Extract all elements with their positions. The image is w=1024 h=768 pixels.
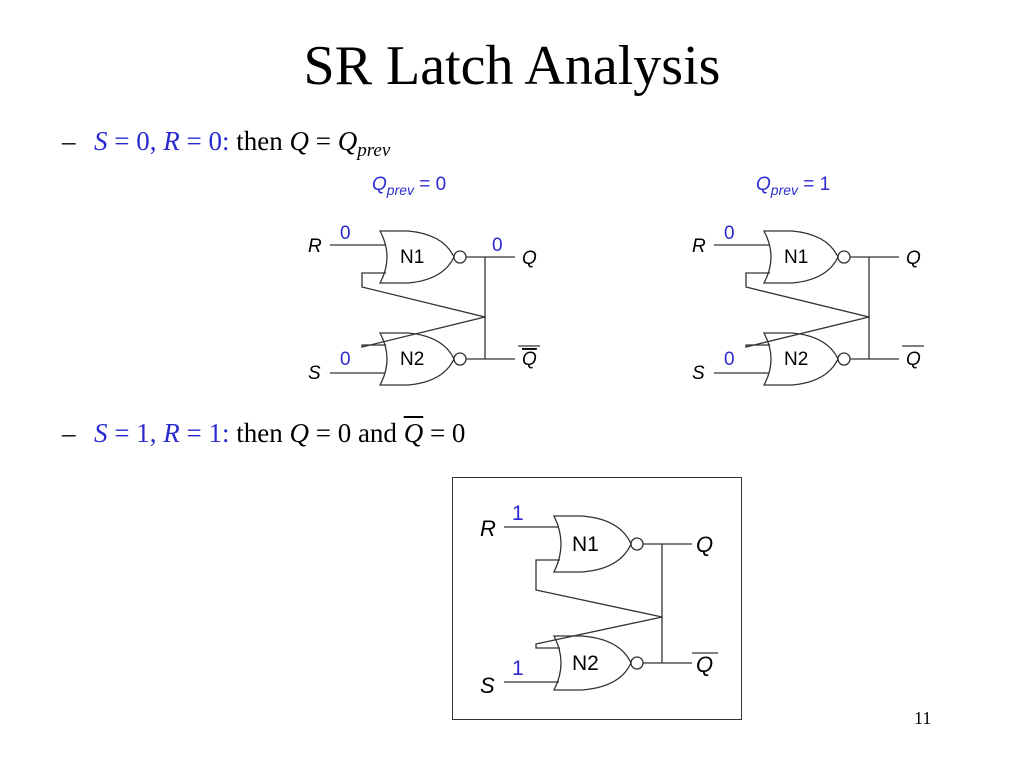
feedback-q-to-n2 (361, 257, 486, 318)
page-number: 11 (914, 708, 932, 728)
latch-wiring (504, 515, 692, 691)
gate-n1-label: N1 (572, 533, 599, 556)
sr-latch-qprev-0: Qprev = 0 R 0 S 0 N1 N2 0 Q Q (308, 174, 540, 386)
qbar-label: Q (696, 652, 713, 677)
then-word: then (229, 418, 290, 448)
equals-zero: = 0 (423, 418, 466, 448)
s-label: S (308, 363, 321, 384)
feedback-q-to-n2 (745, 257, 870, 318)
bullet-condition: S = 0, R = 0: (94, 126, 229, 156)
r-label: R (692, 236, 706, 257)
then-word: then (229, 126, 290, 156)
gate-n1-label: N1 (784, 247, 808, 268)
gate-n1-label: N1 (400, 247, 424, 268)
s-label: S (692, 363, 705, 384)
latch-wiring (714, 230, 899, 386)
r-value: 0 (340, 223, 351, 244)
r-value: 1 (512, 502, 524, 525)
q-symbol: Q (289, 418, 309, 448)
r-symbol: R (163, 126, 180, 156)
r-label: R (480, 516, 496, 541)
q-label: Q (906, 248, 921, 269)
gate-n1-body (378, 230, 455, 284)
gate-n2-body (378, 332, 455, 386)
r-equals: = 0: (179, 126, 230, 156)
s-value: 1 (512, 657, 524, 680)
s-equals: = 1, (107, 418, 164, 448)
caption: Qprev = 1 (756, 174, 830, 198)
bullet-invalid-state: –S = 1, R = 1: then Q = 0 and Q = 0 (62, 418, 465, 449)
gate-n2-body (552, 635, 632, 691)
feedback-qbar-to-n1 (361, 316, 486, 359)
sr-latch-qprev-1: Qprev = 1 R 0 S 0 N1 N2 Q Q (692, 174, 924, 386)
qprev-subscript: prev (357, 140, 391, 161)
equals-sign: = (308, 126, 338, 156)
bubble-n1 (630, 537, 644, 551)
gate-n2-label: N2 (572, 652, 599, 675)
r-label: R (308, 236, 322, 257)
r-symbol: R (163, 418, 180, 448)
latch-wiring (330, 230, 515, 386)
bullet-hold-state: –S = 0, R = 0: then Q = Qprev (62, 126, 390, 162)
caption: Qprev = 0 (372, 174, 446, 198)
qprev-symbol: Q (337, 126, 358, 156)
q-value: 0 (492, 235, 503, 256)
gate-n1-body (552, 515, 632, 573)
s-label: S (480, 673, 495, 698)
bubble-n1 (453, 250, 467, 264)
bubble-n2 (453, 352, 467, 366)
feedback-qbar-to-n1 (535, 616, 663, 663)
gate-n2-label: N2 (400, 349, 424, 370)
bullet-dash: – (62, 418, 76, 448)
equals-zero-and: = 0 and (308, 418, 404, 448)
bubble-n2 (630, 656, 644, 670)
bubble-n1 (837, 250, 851, 264)
gate-n2-label: N2 (784, 349, 808, 370)
slide-title: SR Latch Analysis (303, 35, 721, 97)
qbar-symbol: Q (403, 418, 424, 448)
s-symbol: S (94, 126, 108, 156)
sr-latch-s1-r1: R 1 S 1 N1 N2 Q Q (480, 502, 718, 698)
s-equals: = 0, (107, 126, 164, 156)
s-symbol: S (94, 418, 108, 448)
bullet-condition: S = 1, R = 1: (94, 418, 229, 448)
gate-n2-body (762, 332, 839, 386)
s-value: 0 (724, 349, 735, 370)
r-equals: = 1: (179, 418, 230, 448)
s-value: 0 (340, 349, 351, 370)
r-value: 0 (724, 223, 735, 244)
q-symbol: Q (289, 126, 309, 156)
feedback-q-to-n2 (535, 544, 663, 618)
framed-latch-box (452, 477, 742, 720)
bullet-dash: – (62, 126, 76, 156)
qbar-label: Q (906, 349, 921, 370)
qbar-label: Q (522, 349, 537, 370)
feedback-qbar-to-n1 (745, 316, 870, 359)
gate-n1-body (762, 230, 839, 284)
bubble-n2 (837, 352, 851, 366)
q-label: Q (522, 248, 537, 269)
q-label: Q (696, 532, 713, 557)
